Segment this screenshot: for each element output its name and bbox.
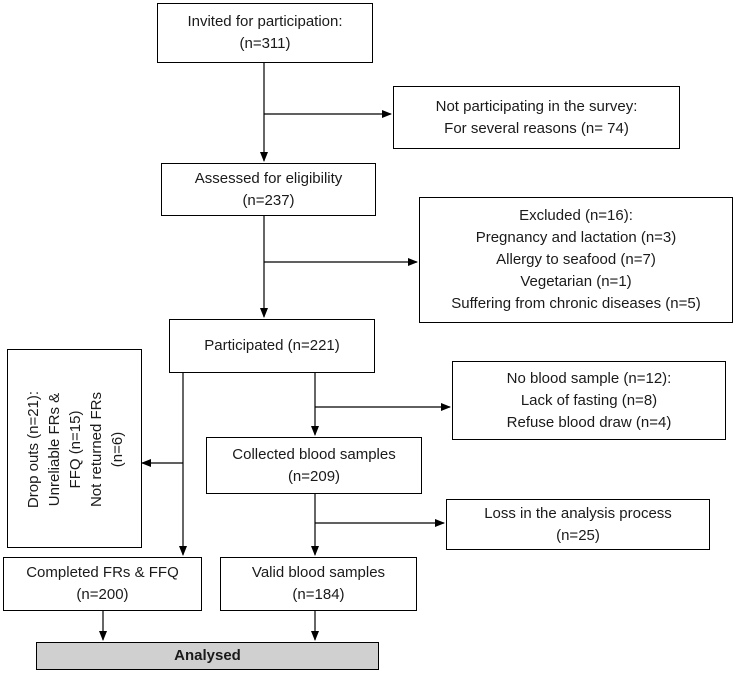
assessed-count: (n=237) [242,191,295,209]
collected-label: Collected blood samples [232,445,396,463]
no-blood-item: Refuse blood draw (n=4) [506,413,672,431]
loss-count: (n=25) [556,526,600,544]
invited-count: (n=311) [239,35,291,52]
participated-label: Participated (n=221) [204,337,340,354]
dropouts-line: (n=6) [109,431,126,468]
excluded-item: Allergy to seafood (n=7) [496,251,656,268]
excluded-item: Suffering from chronic diseases (n=5) [451,295,701,312]
not-participating-box: Not participating in the survey: For sev… [393,86,680,149]
participated-box: Participated (n=221) [169,319,375,373]
dropouts-line: Not returned FRs [88,391,105,508]
no-blood-box: No blood sample (n=12): Lack of fasting … [452,361,726,440]
assessed-label: Assessed for eligibility [194,169,343,187]
valid-box: Valid blood samples (n=184) [220,557,417,611]
assessed-box: Assessed for eligibility (n=237) [161,163,376,216]
analysed-label: Analysed [174,647,241,664]
dropouts-text: Drop outs (n=21): Unreliable FRs & FFQ (… [8,350,141,547]
collected-box: Collected blood samples (n=209) [206,437,422,494]
invited-label: Invited for participation: [187,13,343,30]
no-blood-item: Lack of fasting (n=8) [520,391,658,409]
invited-box: Invited for participation: (n=311) [157,3,373,63]
dropouts-line: Unreliable FRs & [46,392,63,507]
excluded-title: Excluded (n=16): [519,207,633,224]
not-participating-reason: For several reasons (n= 74) [444,119,629,137]
excluded-item: Pregnancy and lactation (n=3) [475,229,677,246]
not-participating-label: Not participating in the survey: [435,97,638,115]
dropouts-line: FFQ (n=15) [67,410,84,489]
valid-count: (n=184) [292,586,345,603]
excluded-box: Excluded (n=16): Pregnancy and lactation… [419,197,733,323]
dropouts-box: Drop outs (n=21): Unreliable FRs & FFQ (… [7,349,142,548]
no-blood-title: No blood sample (n=12): [506,369,672,387]
completed-label: Completed FRs & FFQ [26,564,179,581]
dropouts-line: Drop outs (n=21): [25,390,42,509]
valid-label: Valid blood samples [251,564,386,581]
collected-count: (n=209) [287,467,341,485]
completed-box: Completed FRs & FFQ (n=200) [3,557,202,611]
analysed-box: Analysed [36,642,379,670]
completed-count: (n=200) [76,586,129,603]
loss-label: Loss in the analysis process [484,504,672,522]
excluded-item: Vegetarian (n=1) [520,273,632,290]
loss-box: Loss in the analysis process (n=25) [446,499,710,550]
